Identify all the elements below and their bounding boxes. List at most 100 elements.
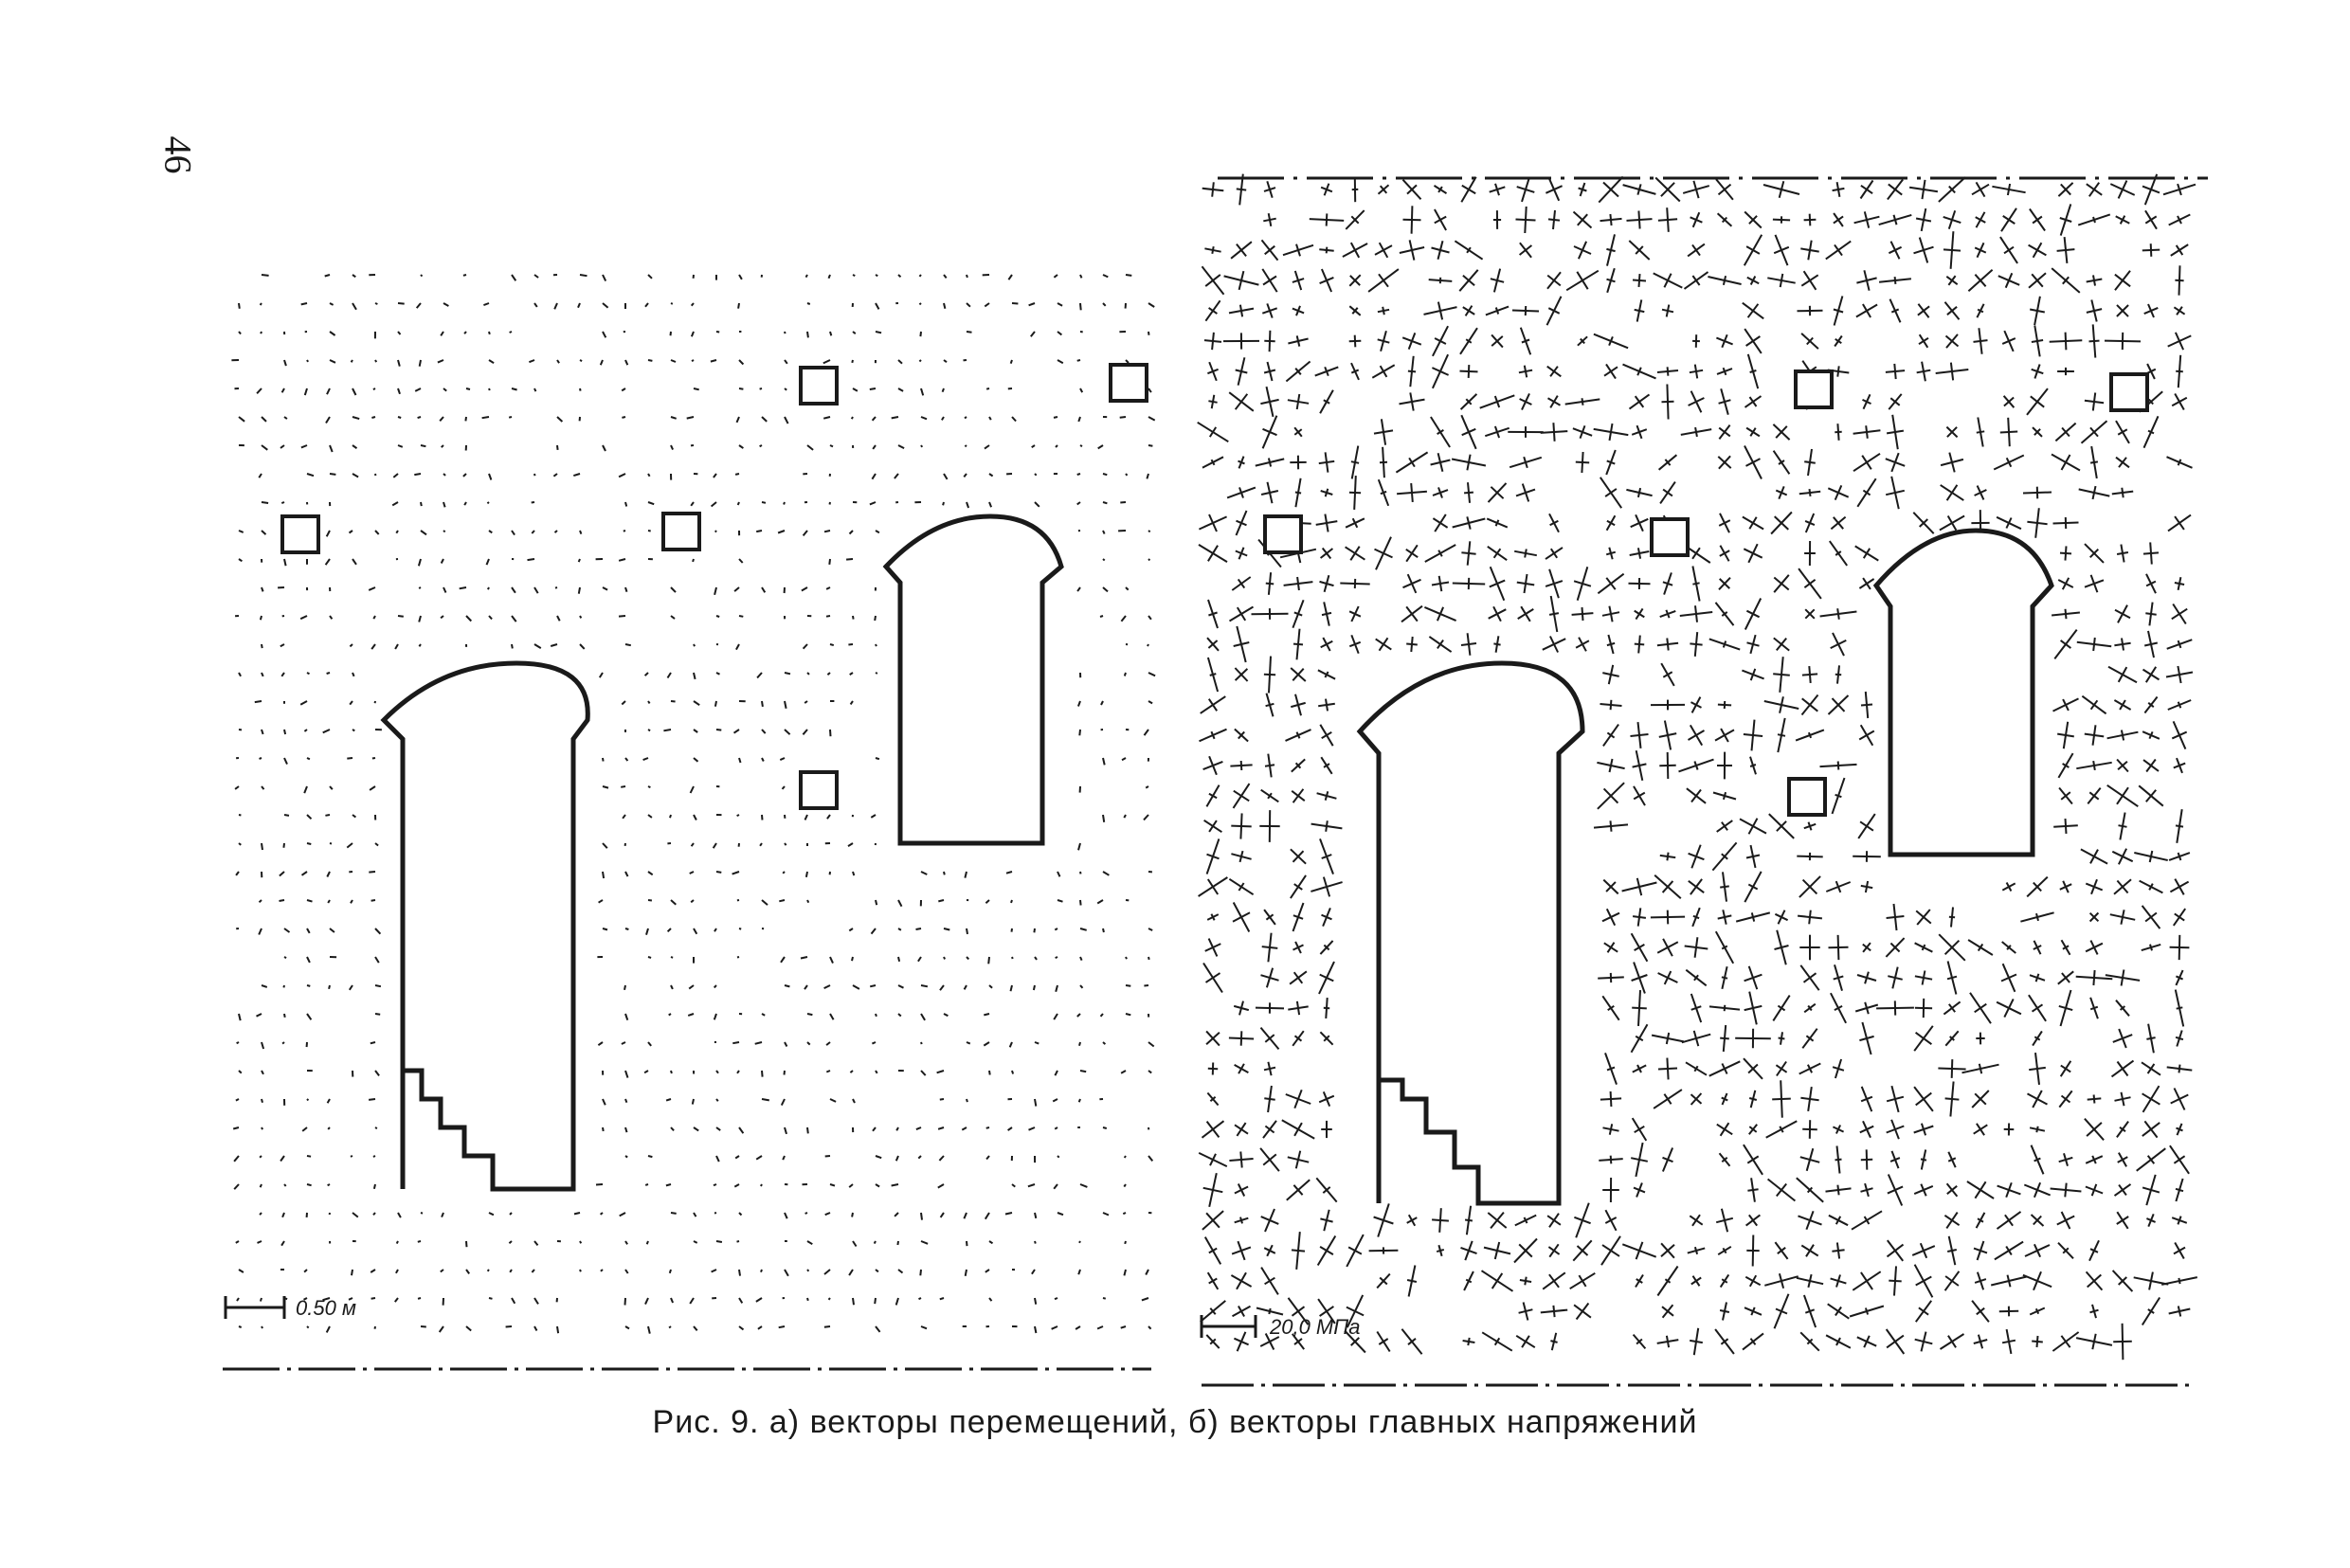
- displacement-vector: [283, 1183, 287, 1187]
- displacement-vector: [352, 302, 357, 311]
- displacement-vector: [1148, 928, 1153, 931]
- displacement-vector: [1102, 274, 1109, 279]
- displacement-vector: [848, 530, 854, 535]
- displacement-vector: [713, 473, 717, 478]
- displacement-vector: [579, 1269, 582, 1272]
- displacement-vector: [920, 444, 924, 448]
- displacement-vector: [738, 359, 745, 366]
- stress-vector: [2133, 1271, 2169, 1290]
- stress-vector: [1597, 758, 1625, 773]
- stress-vector: [1969, 992, 1992, 1024]
- displacement-vector: [1007, 274, 1013, 280]
- displacement-vector: [872, 444, 877, 450]
- stress-vector: [1205, 1030, 1220, 1047]
- stress-vector: [1319, 389, 1334, 414]
- displacement-vector: [875, 672, 878, 675]
- stress-vector: [2088, 911, 2100, 923]
- stress-vector: [1685, 968, 1708, 987]
- displacement-vector: [573, 1212, 581, 1216]
- displacement-vector: [261, 672, 264, 677]
- stress-vector: [1914, 970, 1933, 985]
- displacement-vector: [329, 359, 336, 364]
- displacement-vector: [894, 473, 899, 479]
- stress-vector: [1235, 357, 1248, 386]
- displacement-vector: [848, 643, 854, 646]
- displacement-vector: [505, 1325, 513, 1328]
- stress-vector: [1660, 662, 1675, 687]
- stress-vector: [2142, 243, 2160, 257]
- stress-vector: [1578, 182, 1587, 197]
- stress-vector: [1290, 848, 1307, 865]
- stress-vector: [1712, 791, 1737, 801]
- stress-vector: [1515, 1334, 1536, 1349]
- displacement-vector: [642, 757, 649, 762]
- stress-vector: [1946, 1235, 1958, 1266]
- stress-vector: [1233, 1000, 1250, 1016]
- stress-vector: [1622, 184, 1656, 195]
- displacement-vector: [372, 1212, 376, 1216]
- displacement-vector: [736, 814, 740, 818]
- displacement-vector: [941, 387, 945, 393]
- displacement-vector: [1145, 1269, 1149, 1275]
- displacement-vector: [579, 530, 583, 534]
- stress-vector: [1263, 656, 1276, 694]
- displacement-vector: [624, 1013, 629, 1021]
- displacement-vector: [598, 899, 604, 904]
- stress-vector: [1825, 1334, 1852, 1349]
- stress-vector: [2053, 628, 2078, 660]
- stress-vector: [1197, 421, 1229, 443]
- stress-vector: [2080, 848, 2108, 865]
- stress-vector: [1231, 850, 1252, 863]
- stress-vector: [1256, 1307, 1284, 1316]
- displacement-vector: [920, 1070, 927, 1076]
- displacement-vector: [259, 1297, 262, 1302]
- stress-vector: [1202, 1210, 1224, 1231]
- displacement-vector: [689, 1297, 695, 1305]
- stress-vector: [1318, 1091, 1335, 1107]
- stress-vector: [1260, 386, 1279, 418]
- stress-vector: [1232, 902, 1251, 932]
- displacement-vector: [1076, 1013, 1081, 1018]
- displacement-vector: [937, 1126, 945, 1130]
- stress-vector: [1628, 393, 1651, 410]
- stress-vector: [1603, 942, 1618, 953]
- displacement-vector: [738, 558, 744, 564]
- measurement-point: [799, 770, 839, 810]
- stress-vector: [2000, 207, 2017, 232]
- displacement-vector: [761, 814, 764, 820]
- displacement-vector: [711, 1269, 717, 1273]
- measurement-point: [1794, 369, 1834, 409]
- stress-vector: [1716, 820, 1733, 833]
- stress-vector: [2141, 943, 2161, 952]
- stress-vector: [2084, 574, 2105, 593]
- stress-vector: [1290, 455, 1307, 470]
- stress-vector: [1205, 784, 1220, 807]
- measurement-point: [280, 514, 320, 554]
- displacement-vector: [1125, 984, 1131, 987]
- displacement-vector: [938, 1155, 945, 1162]
- displacement-vector: [645, 1240, 649, 1245]
- stress-vector: [1464, 482, 1473, 503]
- displacement-vector: [823, 984, 831, 989]
- stress-vector: [1290, 874, 1307, 899]
- stress-vector: [1231, 813, 1252, 839]
- displacement-vector: [1057, 359, 1064, 365]
- displacement-vector: [348, 1297, 353, 1301]
- displacement-vector: [622, 814, 626, 820]
- displacement-vector: [647, 473, 651, 478]
- stress-vector: [1631, 962, 1648, 994]
- displacement-vector: [324, 558, 331, 566]
- stress-vector: [1281, 1119, 1315, 1140]
- stress-vector: [1545, 547, 1564, 560]
- stress-vector: [2057, 577, 2074, 590]
- displacement-vector: [1034, 956, 1038, 961]
- displacement-vector: [443, 586, 447, 593]
- displacement-vector: [283, 1013, 286, 1018]
- displacement-vector: [778, 1325, 786, 1329]
- stress-vector: [2022, 486, 2052, 499]
- displacement-vector: [397, 416, 402, 419]
- stress-vector: [1634, 607, 1645, 621]
- stress-vector: [1717, 1245, 1732, 1256]
- tunnel-outline-large: [380, 660, 590, 1192]
- stress-vector: [1291, 758, 1306, 773]
